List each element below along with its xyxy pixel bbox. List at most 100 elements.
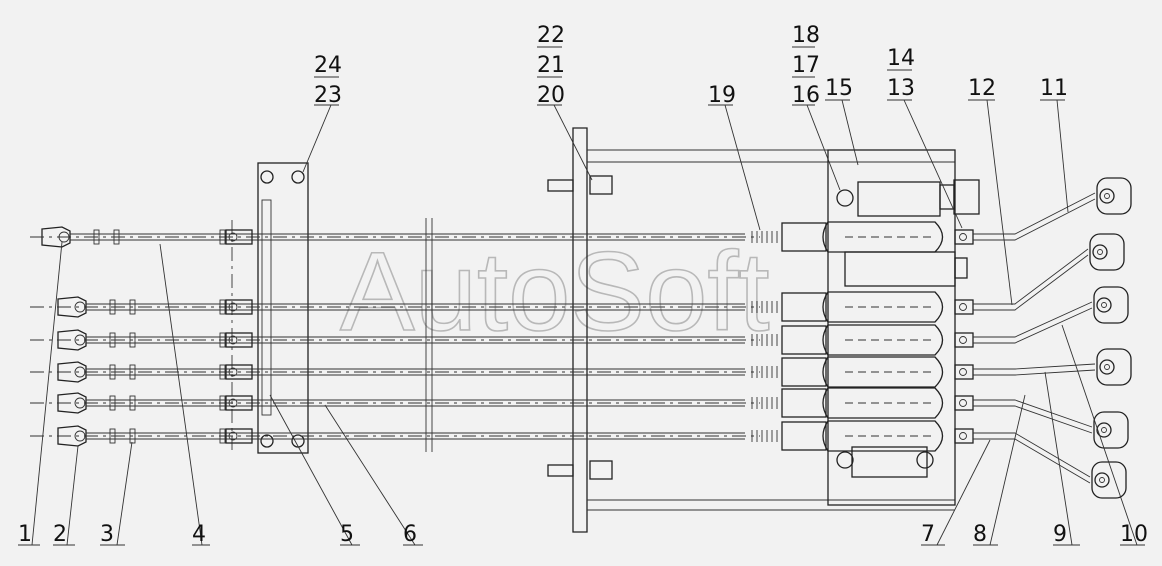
- link-arm: [973, 233, 1125, 311]
- leader-line: [903, 99, 963, 229]
- collar: [219, 229, 226, 245]
- outlet-fitting: [954, 395, 974, 411]
- arm-edge: [973, 432, 1091, 478]
- label-11: 11: [1040, 76, 1068, 101]
- spool: [822, 420, 944, 452]
- clevis-pin: [228, 431, 238, 441]
- link-arm: [973, 177, 1132, 241]
- spool: [822, 387, 944, 419]
- leader-line: [806, 104, 841, 191]
- outlet-fitting: [954, 332, 974, 348]
- collar: [109, 428, 116, 444]
- leader-line: [1061, 324, 1138, 546]
- break-marks: [425, 218, 433, 452]
- clevis: [225, 395, 253, 411]
- label-16: 16: [792, 83, 820, 108]
- clevis: [225, 364, 253, 380]
- leader-line: [841, 99, 859, 166]
- arm-edge: [973, 301, 1093, 338]
- collar: [219, 332, 226, 348]
- outlet-pin: [959, 432, 967, 440]
- collar: [113, 229, 120, 245]
- label-10: 10: [1120, 522, 1148, 547]
- label-4: 4: [192, 522, 206, 547]
- rod-assembly: [30, 221, 974, 253]
- rod-end-eye: [1094, 472, 1110, 488]
- label-7: 7: [921, 522, 935, 547]
- leader-line: [159, 243, 203, 546]
- rod-end: [1093, 286, 1129, 324]
- outlet-pin: [959, 368, 967, 376]
- clevis-pin: [228, 398, 238, 408]
- knob: [57, 296, 87, 318]
- label-14: 14: [887, 46, 915, 71]
- leader-line: [724, 104, 761, 231]
- arm-edge: [973, 438, 1091, 484]
- rod-end-hole: [1104, 364, 1110, 370]
- rod-end: [1093, 411, 1129, 449]
- collar: [109, 364, 116, 380]
- clevis: [225, 428, 253, 444]
- label-1: 1: [18, 522, 32, 547]
- label-18: 18: [792, 23, 820, 48]
- control-rods: [30, 177, 1132, 499]
- outlet-fitting: [954, 428, 974, 444]
- spool: [822, 324, 944, 356]
- clevis-pin: [228, 335, 238, 345]
- leader-line: [989, 394, 1026, 546]
- clevis: [225, 229, 253, 245]
- leader-line: [66, 445, 79, 546]
- rod-end-eye: [1099, 188, 1115, 204]
- outlet-pin: [959, 336, 967, 344]
- label-8: 8: [973, 522, 987, 547]
- rod-end-hole: [1101, 302, 1107, 308]
- clevis-pin: [228, 302, 238, 312]
- arm-edge: [973, 363, 1096, 370]
- leader-line: [302, 104, 332, 173]
- collar: [129, 332, 136, 348]
- label-2: 2: [53, 522, 67, 547]
- collar: [129, 364, 136, 380]
- collar: [219, 364, 226, 380]
- collar: [129, 395, 136, 411]
- rod-assembly: [30, 420, 974, 452]
- arm-edge: [973, 198, 1096, 241]
- collar: [93, 229, 100, 245]
- arm-edge: [973, 369, 1096, 376]
- mounting-bracket: [231, 162, 309, 454]
- collar: [109, 395, 116, 411]
- collar: [109, 299, 116, 315]
- spool: [822, 221, 944, 253]
- rod-end: [1096, 177, 1132, 215]
- rod-end: [1096, 348, 1132, 386]
- label-21: 21: [537, 53, 565, 78]
- arm-edge: [973, 248, 1089, 305]
- outlet-pin: [959, 399, 967, 407]
- collar: [109, 332, 116, 348]
- rod-end-hole: [1101, 427, 1107, 433]
- spool: [822, 291, 944, 323]
- leader-line: [986, 99, 1013, 306]
- rod-assembly: [30, 387, 974, 419]
- collar: [129, 299, 136, 315]
- outlet-fitting: [954, 229, 974, 245]
- rod-end-eye: [1096, 297, 1112, 313]
- clevis: [225, 332, 253, 348]
- label-23: 23: [314, 83, 342, 108]
- rod-assembly: [30, 356, 974, 388]
- leader-lines: [18, 46, 1145, 546]
- arm-edge: [973, 405, 1093, 434]
- spool-housing: [781, 222, 827, 252]
- rod-end-eye: [1092, 244, 1108, 260]
- label-22: 22: [537, 23, 565, 48]
- outlet-fitting: [954, 299, 974, 315]
- outlet-pin: [959, 233, 967, 241]
- leader-line: [1056, 99, 1069, 213]
- spool-housing: [781, 388, 827, 418]
- knob: [57, 329, 87, 351]
- label-5: 5: [340, 522, 354, 547]
- outlet-fitting: [954, 364, 974, 380]
- label-13: 13: [887, 76, 915, 101]
- label-17: 17: [792, 53, 820, 78]
